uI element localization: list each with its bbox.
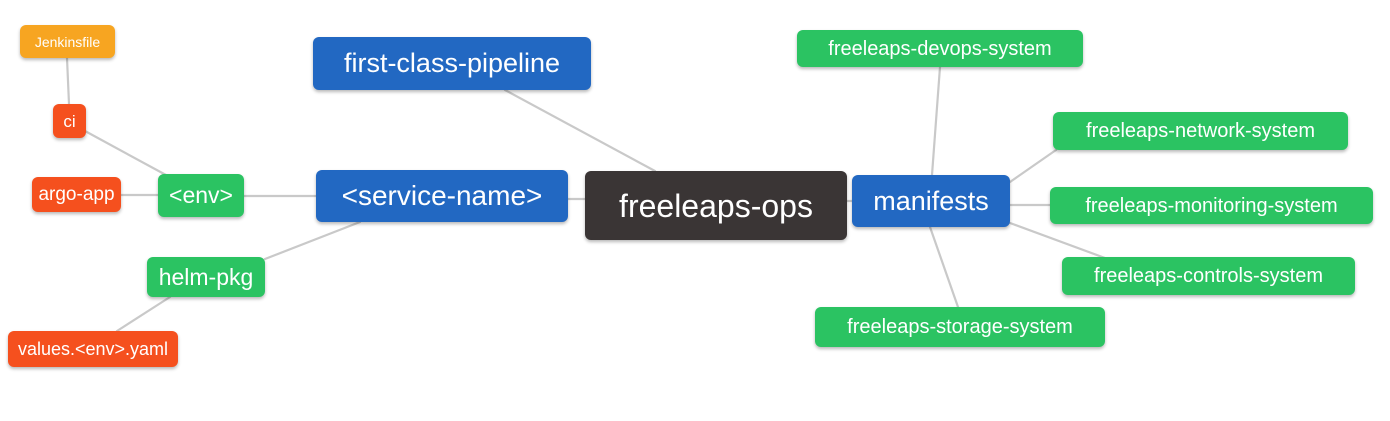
node-freeleaps-network-system[interactable]: freeleaps-network-system xyxy=(1053,112,1348,150)
edge-helm-pkg--values-env-yaml xyxy=(115,295,172,333)
edge-manifests--freeleaps-devops-system xyxy=(930,65,942,177)
node-freeleaps-monitoring-system[interactable]: freeleaps-monitoring-system xyxy=(1050,187,1373,224)
edge-service-name--helm-pkg xyxy=(263,220,362,261)
node-helm-pkg[interactable]: helm-pkg xyxy=(147,257,265,297)
edge-manifests--freeleaps-storage-system xyxy=(928,225,960,309)
node-freeleaps-devops-system[interactable]: freeleaps-devops-system xyxy=(797,30,1083,67)
node-service-name[interactable]: <service-name> xyxy=(316,170,568,222)
node-first-class-pipeline[interactable]: first-class-pipeline xyxy=(313,37,591,90)
node-manifests[interactable]: manifests xyxy=(852,175,1010,227)
node-ci[interactable]: ci xyxy=(53,104,86,138)
node-freeleaps-ops[interactable]: freeleaps-ops xyxy=(585,171,847,240)
edge-manifests--freeleaps-network-system xyxy=(1008,148,1058,184)
node-argo-app[interactable]: argo-app xyxy=(32,177,121,212)
edge-manifests--freeleaps-controls-system xyxy=(1008,221,1107,260)
edge-first-class-pipeline--freeleaps-ops xyxy=(503,88,657,173)
edge-jenkinsfile--ci xyxy=(65,56,71,106)
node-env[interactable]: <env> xyxy=(158,174,244,217)
node-jenkinsfile[interactable]: Jenkinsfile xyxy=(20,25,115,58)
node-freeleaps-controls-system[interactable]: freeleaps-controls-system xyxy=(1062,257,1355,295)
edge-ci--env xyxy=(83,129,168,177)
node-values-env-yaml[interactable]: values.<env>.yaml xyxy=(8,331,178,367)
node-freeleaps-storage-system[interactable]: freeleaps-storage-system xyxy=(815,307,1105,347)
